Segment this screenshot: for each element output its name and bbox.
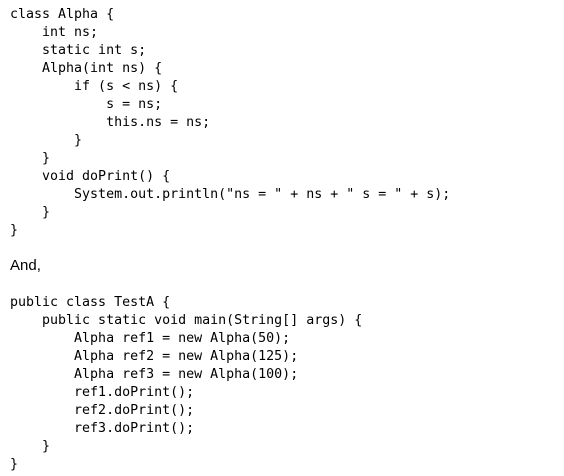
code-line: void doPrint() { (10, 169, 171, 184)
code-line: public class TestA { (10, 295, 171, 310)
connector-text: And, (10, 257, 41, 274)
code-line: } (10, 457, 19, 472)
code-line: ref1.doPrint(); (10, 385, 195, 400)
code-line: } (10, 151, 51, 166)
code-line: public static void main(String[] args) { (10, 313, 363, 328)
code-line: } (10, 223, 19, 238)
code-line: } (10, 133, 83, 148)
code-line: Alpha ref3 = new Alpha(100); (10, 367, 299, 382)
code-block-alpha-class: class Alpha { int ns; static int s; Alph… (10, 6, 450, 240)
code-line: this.ns = ns; (10, 115, 211, 130)
code-line: class Alpha { (10, 7, 115, 22)
code-line: int ns; (10, 25, 99, 40)
code-line: ref2.doPrint(); (10, 403, 195, 418)
code-line: } (10, 205, 51, 220)
code-line: static int s; (10, 43, 147, 58)
code-line: ref3.doPrint(); (10, 421, 195, 436)
code-line: } (10, 439, 51, 454)
code-line: System.out.println("ns = " + ns + " s = … (10, 187, 451, 202)
code-line: if (s < ns) { (10, 79, 179, 94)
code-line: Alpha(int ns) { (10, 61, 163, 76)
code-block-testa-class: public class TestA { public static void … (10, 294, 362, 474)
code-line: Alpha ref1 = new Alpha(50); (10, 331, 291, 346)
code-line: Alpha ref2 = new Alpha(125); (10, 349, 299, 364)
code-line: s = ns; (10, 97, 163, 112)
